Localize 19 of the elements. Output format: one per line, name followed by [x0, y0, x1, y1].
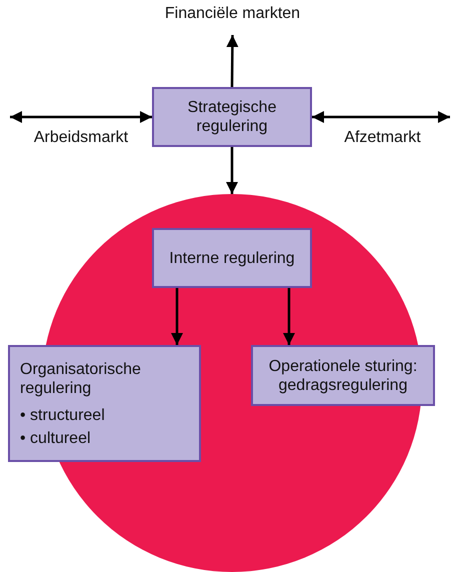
regulation-box — [152, 87, 312, 147]
list-item: • cultureel — [20, 428, 91, 448]
box-text: Operationele sturing: gedragsregulering — [268, 356, 418, 394]
arrow — [171, 288, 183, 345]
regulation-box — [152, 228, 312, 288]
box-text: Organisatorische regulering — [20, 360, 142, 398]
arrow — [226, 34, 238, 88]
regulation-box — [251, 345, 435, 406]
list-item: • structureel — [20, 406, 105, 424]
market-label: Financiële markten — [140, 3, 325, 27]
market-label: Arbeidsmarkt — [22, 127, 140, 151]
market-label: Afzetmarkt — [335, 127, 430, 151]
arrow — [283, 288, 295, 345]
regulation-box — [8, 345, 201, 462]
box-text: Interne regulering — [169, 248, 295, 268]
arrow — [226, 147, 238, 194]
box-text: Strategische regulering — [186, 98, 278, 136]
arrow — [312, 111, 450, 123]
arrow — [10, 111, 152, 123]
